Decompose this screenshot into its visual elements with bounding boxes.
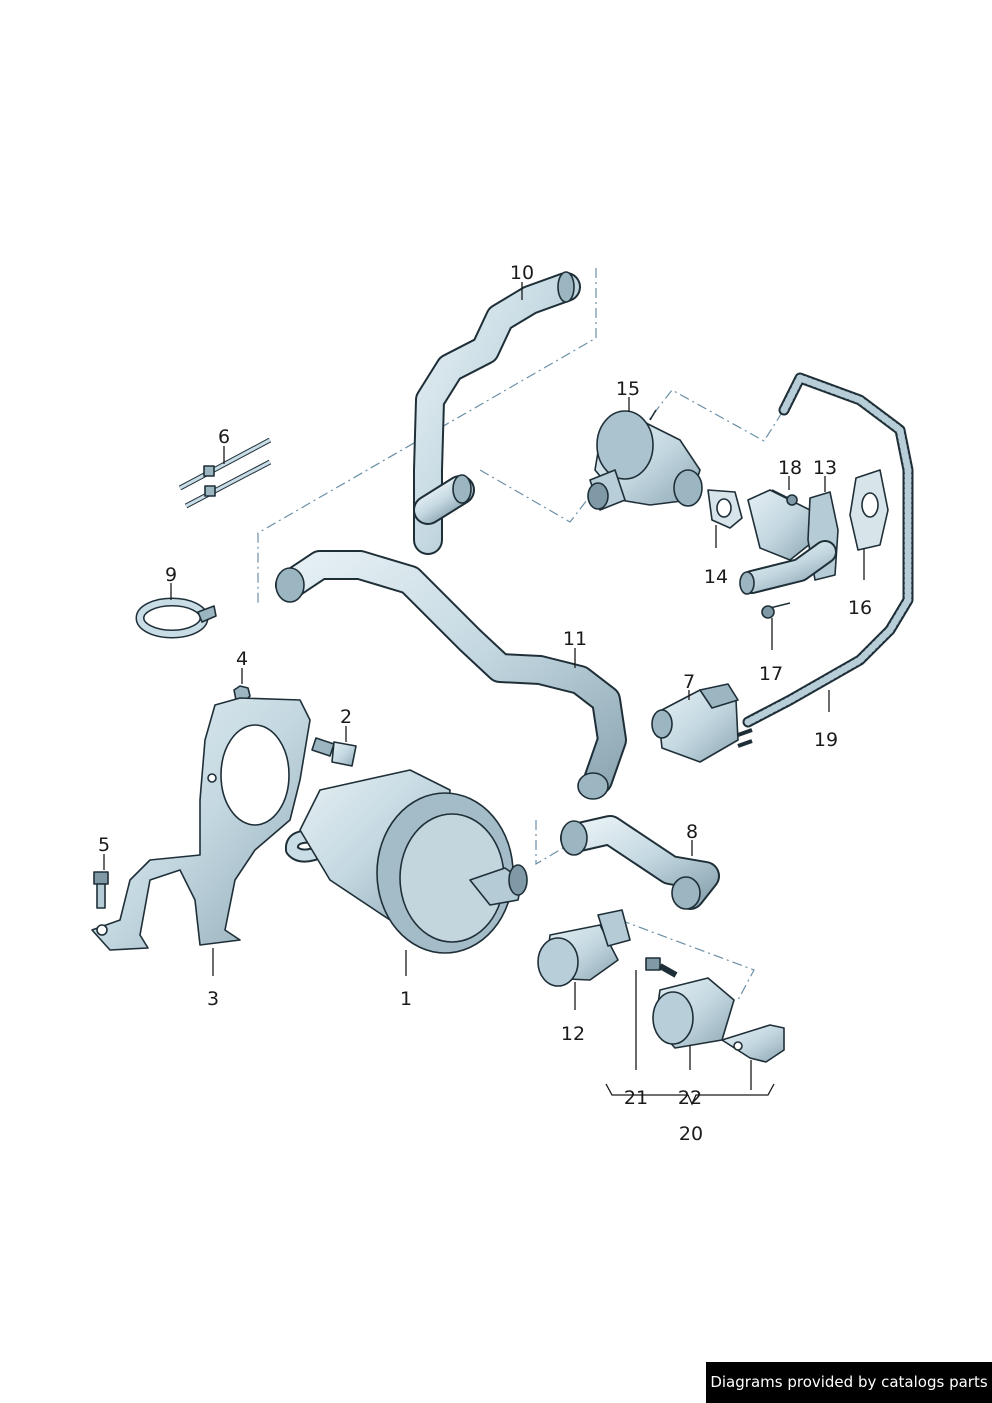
part-8-hose[interactable] bbox=[560, 815, 720, 910]
part-13-pipe[interactable] bbox=[739, 489, 839, 595]
part-19-vacuum-line[interactable] bbox=[742, 372, 914, 728]
part-10-hose[interactable] bbox=[413, 271, 581, 555]
credit-banner: Diagrams provided by catalogs parts bbox=[706, 1362, 992, 1403]
callout-5: 5 bbox=[98, 834, 110, 856]
callout-9: 9 bbox=[165, 564, 177, 586]
callout-13: 13 bbox=[813, 457, 837, 479]
callout-16: 16 bbox=[848, 597, 872, 619]
callout-21: 21 bbox=[624, 1087, 648, 1109]
callout-7: 7 bbox=[683, 671, 695, 693]
part-6-cable-ties[interactable] bbox=[178, 437, 272, 509]
callout-4: 4 bbox=[236, 648, 248, 670]
callout-1: 1 bbox=[400, 988, 412, 1010]
callout-22: 22 bbox=[678, 1087, 702, 1109]
callout-18: 18 bbox=[778, 457, 802, 479]
leader-lines bbox=[103, 282, 865, 1106]
part-7-converter[interactable] bbox=[651, 683, 753, 763]
part-3-bracket[interactable] bbox=[91, 697, 311, 951]
part-9-clamp[interactable] bbox=[135, 597, 217, 639]
part-11-hose[interactable] bbox=[275, 550, 627, 800]
callout-14: 14 bbox=[704, 566, 728, 588]
part-2-connector[interactable] bbox=[311, 737, 357, 767]
callout-19: 19 bbox=[814, 729, 838, 751]
part-20-assembly[interactable] bbox=[645, 957, 785, 1063]
part-14-gasket[interactable] bbox=[707, 489, 743, 529]
callout-8: 8 bbox=[686, 821, 698, 843]
callout-12: 12 bbox=[561, 1023, 585, 1045]
part-1-air-pump[interactable] bbox=[285, 769, 528, 954]
callout-10: 10 bbox=[510, 262, 534, 284]
part-15-valve[interactable] bbox=[587, 409, 703, 511]
callout-2: 2 bbox=[340, 706, 352, 728]
callout-labels: 10 15 6 18 13 14 9 16 11 4 17 7 2 19 8 5… bbox=[98, 262, 872, 1145]
callout-17: 17 bbox=[759, 663, 783, 685]
callout-15: 15 bbox=[616, 378, 640, 400]
callout-3: 3 bbox=[207, 988, 219, 1010]
part-18-screw[interactable] bbox=[771, 489, 798, 506]
part-20-bracket[interactable] bbox=[721, 1024, 785, 1063]
callout-20: 20 bbox=[679, 1123, 703, 1145]
part-12-check-valve[interactable] bbox=[537, 909, 631, 987]
part-5-bolt[interactable] bbox=[93, 871, 109, 909]
callout-6: 6 bbox=[218, 426, 230, 448]
part-16-gasket[interactable] bbox=[849, 469, 889, 551]
part-17-screw[interactable] bbox=[761, 602, 791, 619]
callout-11: 11 bbox=[563, 628, 587, 650]
part-21-screw[interactable] bbox=[645, 957, 678, 978]
